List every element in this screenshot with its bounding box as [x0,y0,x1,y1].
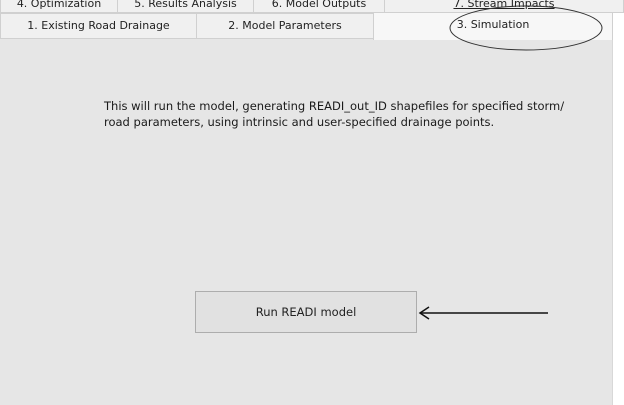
simulation-description: This will run the model, generating READ… [104,99,565,129]
arrow-icon [418,306,548,320]
run-readi-model-button[interactable]: Run READI model [195,291,417,333]
highlight-ellipse [449,5,603,51]
simulation-panel: This will run the model, generating READ… [0,38,613,405]
tab-existing-road-drainage[interactable]: 1. Existing Road Drainage [0,13,197,39]
tab-simulation[interactable]: 3. Simulation [373,12,613,40]
